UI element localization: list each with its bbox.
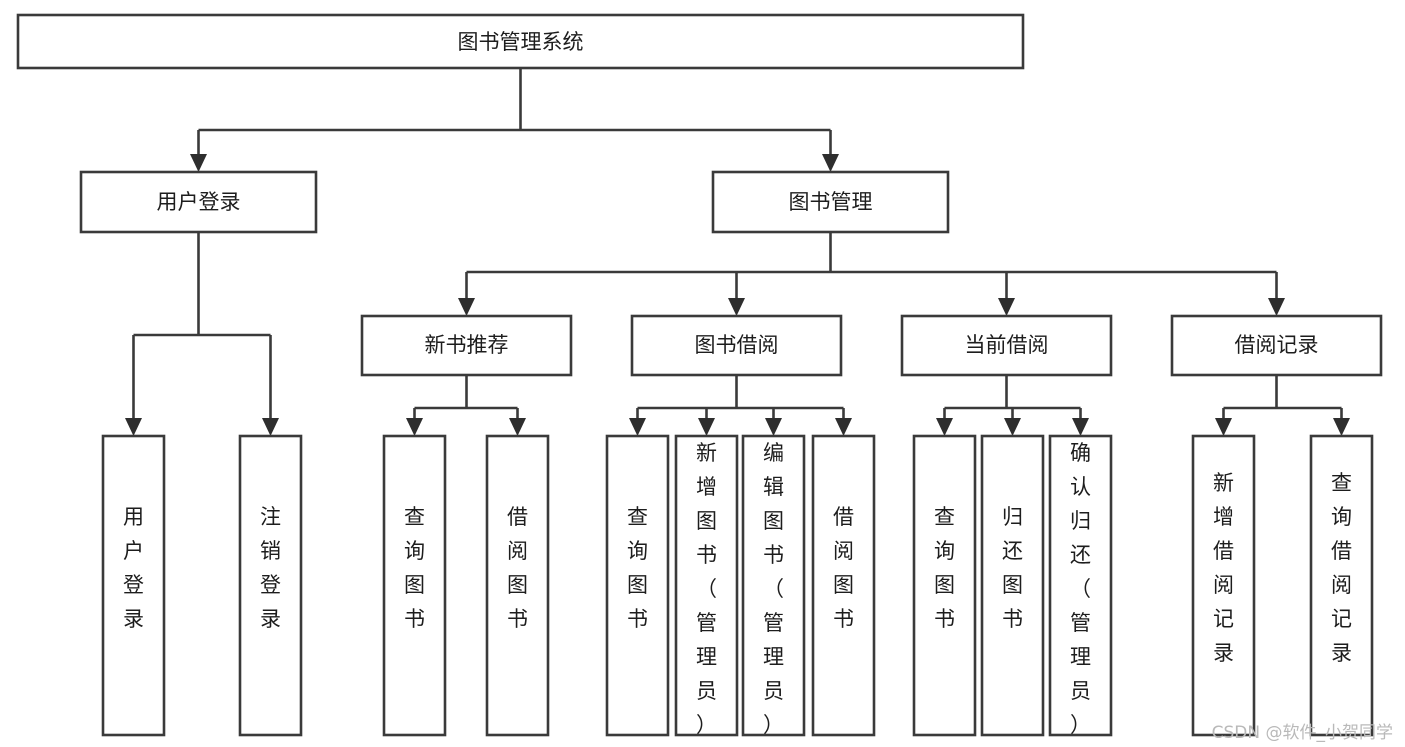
node-root-box[interactable] <box>16 13 1025 70</box>
arrow-head-leaf-cb-1 <box>1004 418 1021 436</box>
leaf-br-1-label: 查询借阅记录 <box>1331 471 1352 665</box>
leaf-node[interactable]: 用户登录 <box>101 434 166 737</box>
connector-group-book-borrow <box>629 375 852 436</box>
leaf-node[interactable]: 查询图书 <box>382 434 447 737</box>
leaf-node[interactable]: 新增借阅记录 <box>1191 434 1256 737</box>
arrow-head-leaf-bb-1 <box>698 418 715 436</box>
arrow-head-book-manage <box>822 154 839 172</box>
leaf-node[interactable]: 查询图书 <box>605 434 670 737</box>
node-book-manage-label: 图书管理 <box>789 190 873 214</box>
connector-group-user-login <box>125 232 279 436</box>
leaf-nbr-0-label: 查询图书 <box>404 505 425 631</box>
node-user-login-label: 用户登录 <box>157 190 241 214</box>
node-borrow-record[interactable]: 借阅记录 <box>1170 314 1383 377</box>
leaf-node[interactable]: 查询图书 <box>912 434 977 737</box>
leaf-bb-2-label: 编辑图书（管理员） <box>763 441 784 737</box>
leaf-bb-2-box[interactable] <box>741 434 806 737</box>
arrow-head-leaf-br-0 <box>1215 418 1232 436</box>
arrow-head-leaf-nbr-0 <box>406 418 423 436</box>
leaf-cb-1-box[interactable] <box>980 434 1045 737</box>
leaf-user-login-1-box[interactable] <box>238 434 303 737</box>
leaf-cb-2-box[interactable] <box>1048 434 1113 737</box>
arrow-head-book-borrow <box>728 298 745 316</box>
leaf-node[interactable]: 新增图书（管理员） <box>674 434 739 737</box>
leaf-node[interactable]: 借阅图书 <box>811 434 876 737</box>
leaf-user-login-1-label: 注销登录 <box>260 505 281 631</box>
node-new-book-recommend[interactable]: 新书推荐 <box>360 314 573 377</box>
leaf-br-0-label: 新增借阅记录 <box>1213 471 1234 665</box>
arrow-head-leaf-bb-3 <box>835 418 852 436</box>
leaf-cb-2-label: 确认归还（管理员） <box>1070 441 1091 737</box>
leaf-cb-0-box[interactable] <box>912 434 977 737</box>
arrow-head-leaf-bb-0 <box>629 418 646 436</box>
leaf-nbr-1-box[interactable] <box>485 434 550 737</box>
node-user-login-box[interactable] <box>79 170 318 234</box>
leaf-cb-0-label: 查询图书 <box>934 505 955 631</box>
leaf-node[interactable]: 查询借阅记录 <box>1309 434 1374 737</box>
node-book-borrow[interactable]: 图书借阅 <box>630 314 843 377</box>
arrow-head-leaf-user-login-0 <box>125 418 142 436</box>
leaf-nbr-0-box[interactable] <box>382 434 447 737</box>
node-borrow-record-label: 借阅记录 <box>1235 333 1319 357</box>
connector-group-current-borrow <box>936 375 1089 436</box>
leaf-bb-0-label: 查询图书 <box>627 505 648 631</box>
leaf-node[interactable]: 注销登录 <box>238 434 303 737</box>
arrow-head-current-borrow <box>998 298 1015 316</box>
leaf-bb-0-box[interactable] <box>605 434 670 737</box>
node-current-borrow-box[interactable] <box>900 314 1113 377</box>
leaf-user-login-0-label: 用户登录 <box>123 505 144 631</box>
leaf-cb-1-label: 归还图书 <box>1002 505 1023 631</box>
leaf-node[interactable]: 确认归还（管理员） <box>1048 434 1113 737</box>
leaf-node[interactable]: 编辑图书（管理员） <box>741 434 806 737</box>
leaf-br-1-box[interactable] <box>1309 434 1374 737</box>
node-book-borrow-box[interactable] <box>630 314 843 377</box>
node-book-manage-box[interactable] <box>711 170 950 234</box>
leaf-bb-1-box[interactable] <box>674 434 739 737</box>
node-root[interactable]: 图书管理系统 <box>16 13 1025 70</box>
arrow-head-leaf-br-1 <box>1333 418 1350 436</box>
node-book-borrow-label: 图书借阅 <box>695 333 779 357</box>
leaf-node[interactable]: 归还图书 <box>980 434 1045 737</box>
connector-group-root <box>190 68 839 172</box>
arrow-head-leaf-cb-0 <box>936 418 953 436</box>
node-root-label: 图书管理系统 <box>458 30 584 54</box>
connector-group-borrow-record <box>1215 375 1350 436</box>
arrow-head-leaf-bb-2 <box>765 418 782 436</box>
arrow-head-new-book-recommend <box>458 298 475 316</box>
arrow-head-borrow-record <box>1268 298 1285 316</box>
connector-group-new-book-recommend <box>406 375 526 436</box>
arrow-head-user-login <box>190 154 207 172</box>
node-new-book-recommend-label: 新书推荐 <box>425 333 509 357</box>
leaf-bb-3-box[interactable] <box>811 434 876 737</box>
leaf-br-0-box[interactable] <box>1191 434 1256 737</box>
arrow-head-leaf-cb-2 <box>1072 418 1089 436</box>
node-book-manage[interactable]: 图书管理 <box>711 170 950 234</box>
leaf-node[interactable]: 借阅图书 <box>485 434 550 737</box>
arrow-head-leaf-nbr-1 <box>509 418 526 436</box>
leaf-bb-3-label: 借阅图书 <box>833 505 854 631</box>
leaf-nbr-1-label: 借阅图书 <box>507 505 528 631</box>
leaf-user-login-0-box[interactable] <box>101 434 166 737</box>
node-current-borrow[interactable]: 当前借阅 <box>900 314 1113 377</box>
csdn-watermark: CSDN @软件_小贺同学 <box>1211 723 1393 743</box>
connector-group-book-manage <box>458 232 1285 316</box>
node-user-login[interactable]: 用户登录 <box>79 170 318 234</box>
node-current-borrow-label: 当前借阅 <box>965 333 1049 357</box>
node-borrow-record-box[interactable] <box>1170 314 1383 377</box>
leaf-bb-1-label: 新增图书（管理员） <box>696 441 717 737</box>
node-new-book-recommend-box[interactable] <box>360 314 573 377</box>
arrow-head-leaf-user-login-1 <box>262 418 279 436</box>
